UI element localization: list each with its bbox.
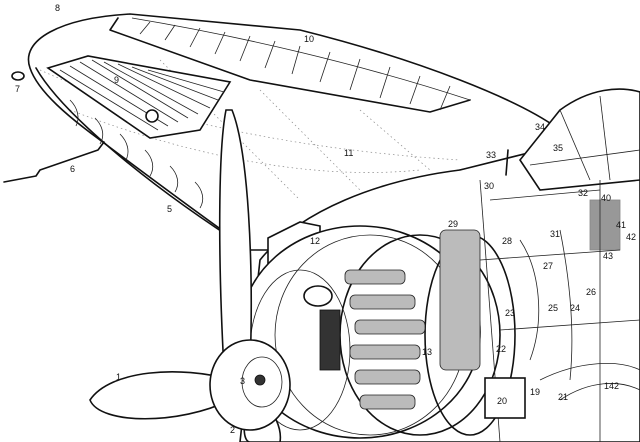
label-41: 41 [616,220,626,230]
label-9: 9 [114,75,119,85]
label-42: 42 [626,232,636,242]
label-23: 23 [505,308,515,318]
spinner [209,339,291,431]
label-7: 7 [15,84,20,94]
fuselage [239,88,640,442]
label-13: 13 [422,347,432,357]
pitot-tube [3,141,105,183]
label-22: 22 [496,344,506,354]
label-29: 29 [448,219,458,229]
label-30: 30 [484,181,494,191]
wing [3,13,562,251]
label-1: 1 [116,372,121,382]
label-26: 26 [586,287,596,297]
label-10: 10 [304,34,314,44]
label-43: 43 [603,251,613,261]
fuselage-panel [484,377,526,419]
propeller [89,109,291,442]
canopy [519,88,640,191]
engine-cylinders [319,229,481,410]
label-24: 24 [570,303,580,313]
aerial-mast [505,149,509,176]
label-12: 12 [310,236,320,246]
label-2: 2 [230,425,235,435]
label-20: 20 [497,396,507,406]
label-25: 25 [548,303,558,313]
label-28: 28 [502,236,512,246]
label-32: 32 [578,188,588,198]
nav-light [11,71,25,81]
label-142: 142 [604,381,619,391]
label-21: 21 [558,392,568,402]
label-8: 8 [55,3,60,13]
label-5: 5 [167,204,172,214]
label-40: 40 [601,193,611,203]
label-11: 11 [344,148,353,158]
label-33: 33 [486,150,496,160]
label-19: 19 [530,387,540,397]
label-34: 34 [535,122,545,132]
label-31: 31 [550,229,560,239]
callout-labels: 1 2 3 5 6 7 8 9 10 11 12 13 19 20 21 22 … [15,3,636,435]
label-35: 35 [553,143,563,153]
label-6: 6 [70,164,75,174]
label-3: 3 [240,376,245,386]
label-27: 27 [543,261,553,271]
flap [46,55,232,139]
